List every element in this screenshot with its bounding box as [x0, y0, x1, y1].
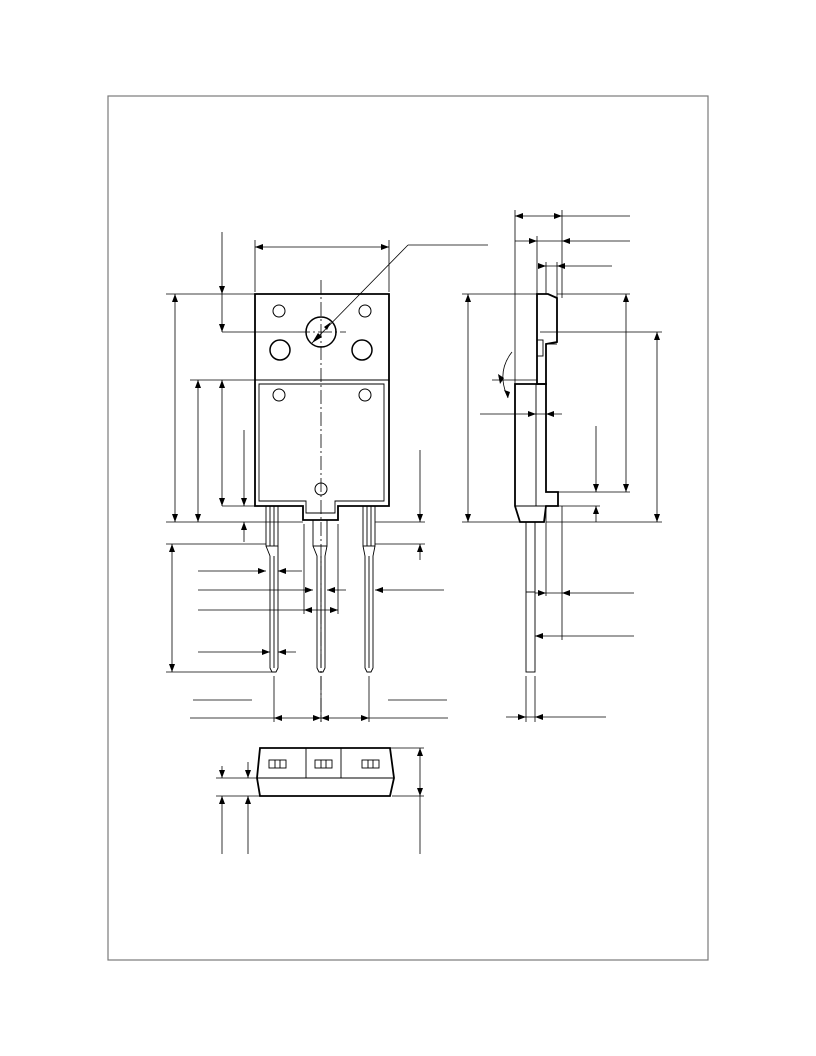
front-view — [166, 232, 488, 722]
lead-center — [312, 519, 328, 673]
bottom-lead-center — [314, 759, 333, 769]
bottom-outline — [256, 747, 395, 797]
lead-left — [265, 505, 279, 673]
ejector-pin-mark-right — [358, 388, 372, 402]
bottom-lead-right — [361, 759, 380, 769]
mounting-small-hole-tr — [358, 304, 372, 318]
inner-body-outline — [258, 383, 385, 514]
side-view — [462, 210, 662, 722]
angle-arc — [502, 351, 513, 399]
page-border — [107, 95, 709, 961]
lead-right — [362, 505, 376, 673]
mounting-small-hole-tl — [272, 304, 286, 318]
ejector-pin-mark-left — [272, 388, 286, 402]
side-lead — [525, 521, 536, 673]
side-body-outline — [514, 383, 559, 523]
bottom-view — [216, 747, 424, 854]
bottom-lead-left — [268, 759, 287, 769]
diameter-arrow-1 — [312, 333, 322, 343]
diameter-arrow-2 — [324, 322, 331, 330]
side-profile-outline — [536, 293, 558, 385]
mounting-hole-left — [269, 339, 291, 361]
side-step — [536, 339, 544, 357]
mounting-hole-right — [351, 339, 373, 361]
